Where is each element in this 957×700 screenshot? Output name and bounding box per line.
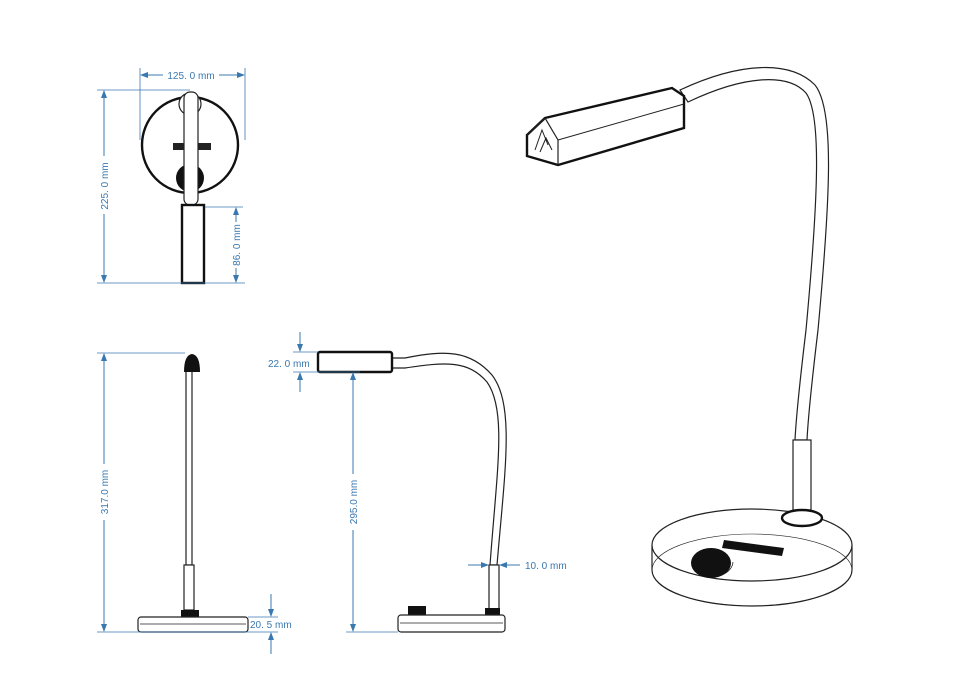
lamp-head	[184, 354, 200, 372]
dim-top-handle: 86. 0 mm	[232, 224, 243, 266]
base	[137, 616, 249, 633]
isometric-view	[525, 66, 853, 607]
dimmer-knob	[691, 548, 731, 578]
base	[397, 614, 506, 633]
top-view	[140, 91, 240, 285]
gooseneck	[185, 369, 193, 566]
gooseneck	[679, 66, 830, 441]
brand-icon	[534, 128, 553, 153]
dim-side-neck-diameter: 10. 0 mm	[525, 561, 567, 572]
lamp-head	[180, 203, 206, 285]
dim-top-width: 125. 0 mm	[167, 71, 214, 82]
gooseneck	[391, 352, 507, 566]
side-view	[316, 350, 507, 633]
dim-side-head-height: 22. 0 mm	[268, 359, 310, 370]
dim-side-height: 295.0 mm	[349, 480, 360, 524]
side-dimensions: 22. 0 mm 295.0 mm 10. 0 mm	[268, 332, 567, 633]
gooseneck	[183, 91, 199, 206]
front-view	[137, 354, 249, 633]
lamp-head	[316, 350, 394, 374]
dim-front-base-height: 20. 5 mm	[250, 620, 292, 631]
dim-top-length: 225. 0 mm	[100, 162, 111, 209]
dim-front-height: 317.0 mm	[100, 470, 111, 514]
logo-plate	[722, 540, 784, 556]
top-dimensions: 125. 0 mm 225. 0 mm 86. 0 mm	[97, 68, 246, 284]
front-dimensions: 317.0 mm 20. 5 mm	[97, 352, 292, 654]
